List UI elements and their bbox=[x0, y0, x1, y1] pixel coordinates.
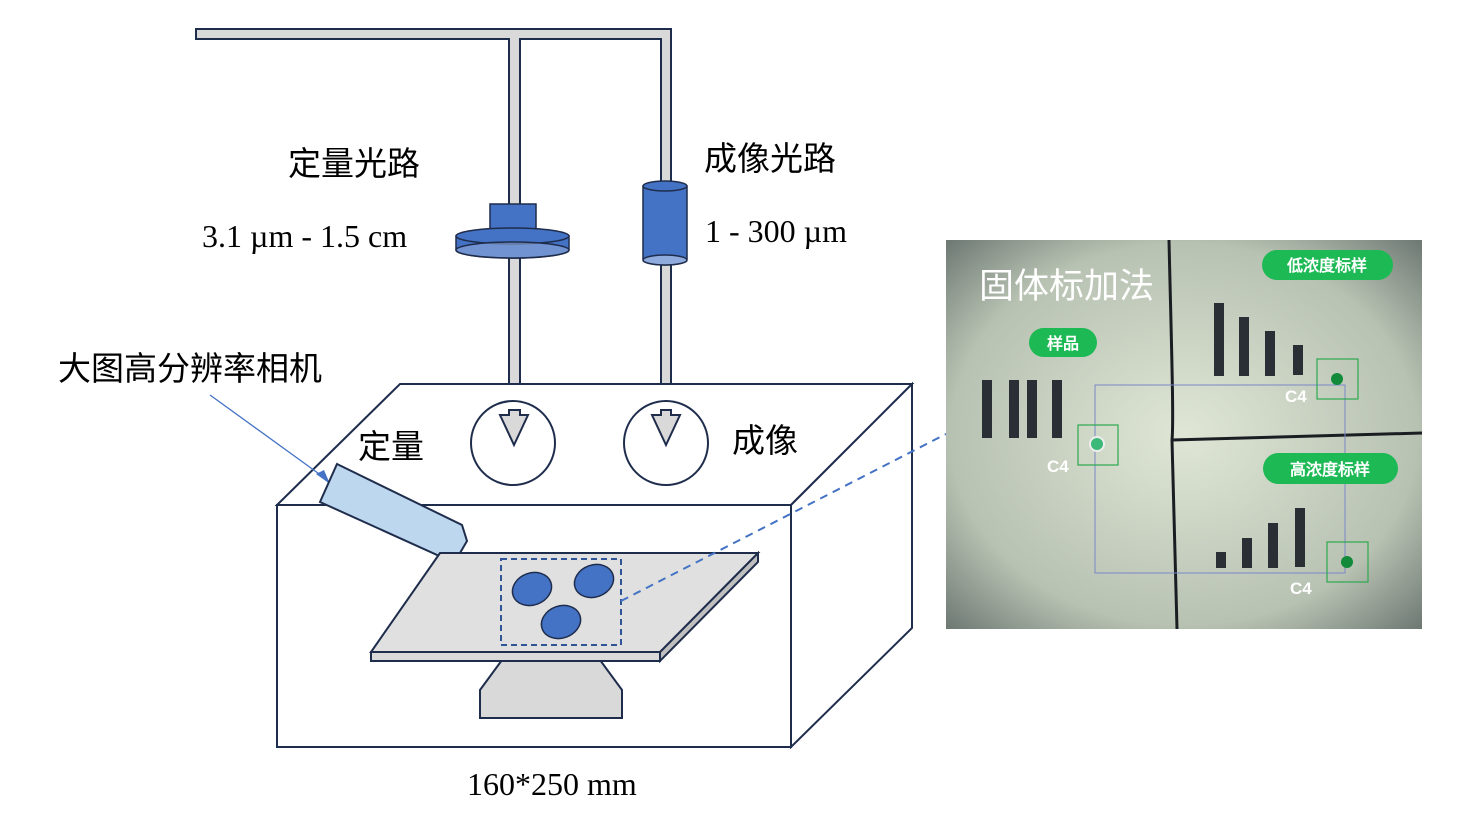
camera-pointer-arrow-icon bbox=[316, 470, 330, 484]
imaging-spot-label: 成像 bbox=[732, 421, 798, 460]
imaging-range-label: 1 - 300 µm bbox=[705, 213, 847, 249]
sample-tag bbox=[1029, 328, 1097, 357]
camera-label: 大图高分辨率相机 bbox=[58, 349, 322, 388]
quant-spot-label: 定量 bbox=[358, 427, 424, 466]
camera-pointer-line bbox=[209, 394, 323, 477]
imaging-lens bbox=[642, 180, 688, 266]
quant-arrow-icon bbox=[498, 409, 530, 448]
samples bbox=[511, 563, 615, 640]
marker-label: C4 bbox=[1047, 457, 1069, 476]
low-std-tag-label: 低浓度标样 bbox=[1286, 256, 1367, 275]
sample-tag-label: 样品 bbox=[1047, 334, 1079, 353]
micrograph-title: 固体标加法 bbox=[979, 267, 1154, 307]
selection-region bbox=[500, 558, 622, 646]
low-std-tag bbox=[1262, 250, 1393, 280]
sample-stage bbox=[369, 550, 761, 719]
quant-path-label: 定量光路 bbox=[288, 144, 420, 183]
quant-range-label: 3.1 µm - 1.5 cm bbox=[202, 218, 407, 254]
sample-spot bbox=[573, 563, 615, 599]
quant-lens bbox=[455, 203, 570, 259]
marker-label: C4 bbox=[1285, 387, 1307, 406]
imaging-spot-circle bbox=[623, 400, 709, 486]
marker-label: C4 bbox=[1290, 579, 1312, 598]
imaging-arrow-icon bbox=[650, 409, 682, 448]
chamber-size-label: 160*250 mm bbox=[467, 766, 637, 802]
sample-spot bbox=[540, 604, 582, 640]
micrograph: 固体标加法 低浓度标样 样品 高浓度标样 C4 C4 C4 bbox=[946, 239, 1423, 630]
high-std-tag bbox=[1263, 453, 1398, 484]
high-std-tag-label: 高浓度标样 bbox=[1290, 460, 1370, 479]
imaging-path-label: 成像光路 bbox=[704, 139, 836, 178]
sample-spot bbox=[511, 571, 553, 607]
zoom-link-line bbox=[620, 433, 947, 602]
quant-spot-circle bbox=[470, 400, 556, 486]
